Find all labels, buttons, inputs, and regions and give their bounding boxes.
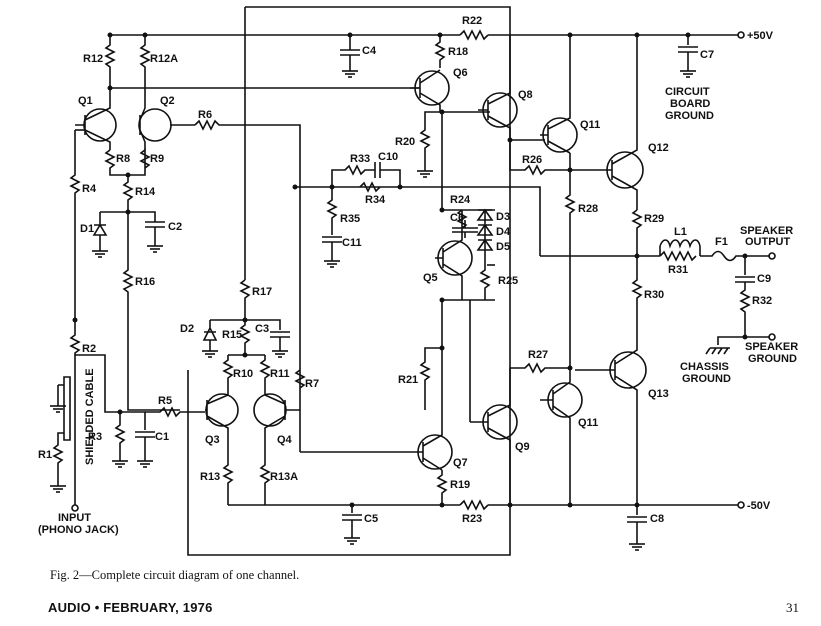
label-r26: R26 [522,154,542,166]
label-r35: R35 [340,213,360,225]
label-q13: Q13 [648,388,669,400]
label-r13a: R13A [270,471,298,483]
second-diff-pair [201,279,306,506]
label-r13: R13 [200,471,220,483]
label-cbg1: CIRCUIT [665,86,710,98]
label-c7: C7 [700,49,714,61]
label-r29: R29 [644,213,664,225]
label-q1: Q1 [78,95,93,107]
label-plus50v: +50V [747,30,774,42]
label-cbg2: BOARD [670,98,710,110]
label-q6: Q6 [453,67,468,79]
label-r12: R12 [83,53,103,65]
label-r6: R6 [198,109,212,121]
label-d1: D1 [80,223,94,235]
label-r22: R22 [462,15,482,27]
label-r24: R24 [450,194,471,206]
label-speaker-output-1: SPEAKER [740,225,793,237]
label-c4: C4 [362,45,377,57]
label-r10: R10 [233,368,253,380]
junction-dots [72,32,748,508]
label-speaker-ground-1: SPEAKER [745,341,798,353]
label-minus50v: -50V [747,500,771,512]
label-q3: Q3 [205,434,220,446]
label-r16: R16 [135,276,155,288]
label-r30: R30 [644,289,664,301]
label-r9: R9 [150,153,164,165]
label-speaker-output-2: OUTPUT [745,236,791,248]
label-r8: R8 [116,153,130,165]
label-r23: R23 [462,513,482,525]
label-r27: R27 [528,349,548,361]
label-d2: D2 [180,323,194,335]
label-r15: R15 [222,329,242,341]
label-q11-upper: Q11 [580,119,600,131]
label-r17: R17 [252,286,272,298]
page-footer: AUDIO • FEBRUARY, 1976 [48,600,213,615]
label-q5: Q5 [423,272,438,284]
label-r2: R2 [82,343,96,355]
component-labels: +50V -50V CIRCUIT BOARD GROUND SPEAKER O… [38,15,798,536]
label-input-1: INPUT [58,512,91,524]
label-c3: C3 [255,323,269,335]
label-chassis-ground-1: CHASSIS [680,361,729,373]
input-stage [49,35,420,512]
label-q9: Q9 [515,441,530,453]
label-r33: R33 [350,153,370,165]
label-r25: R25 [498,275,518,287]
label-d4: D4 [496,226,511,238]
label-l1: L1 [674,226,687,238]
label-r14: R14 [135,186,156,198]
label-r21: R21 [398,374,418,386]
label-r31: R31 [668,264,688,276]
label-chassis-ground-2: GROUND [682,373,731,385]
label-r4: R4 [82,183,97,195]
label-c11: C11 [342,237,362,249]
label-r19: R19 [450,479,470,491]
label-input-2: (PHONO JACK) [38,524,119,536]
label-q4: Q4 [277,434,293,446]
power-rails [75,6,738,556]
label-r34: R34 [365,194,386,206]
page-number: 31 [786,600,799,615]
label-d5: D5 [496,241,510,253]
label-c9: C9 [757,273,771,285]
figure-caption: Fig. 2—Complete circuit diagram of one c… [50,568,300,582]
label-r18: R18 [448,46,468,58]
circuit-schematic: +50V -50V CIRCUIT BOARD GROUND SPEAKER O… [38,6,798,556]
label-q12: Q12 [648,142,669,154]
label-q8: Q8 [518,89,533,101]
label-q11-lower: Q11 [578,417,598,429]
label-r28: R28 [578,203,598,215]
label-c6: C6 [450,212,464,224]
label-c2: C2 [168,221,182,233]
label-r7: R7 [305,378,319,390]
label-r20: R20 [395,136,415,148]
label-q2: Q2 [160,95,175,107]
driver-stage [299,29,776,551]
label-c1: C1 [155,431,169,443]
label-c10: C10 [378,151,398,163]
label-c5: C5 [364,513,378,525]
label-r3: R3 [88,431,102,443]
label-shielded-cable: SHIELDED CABLE [84,368,96,465]
label-c8: C8 [650,513,664,525]
label-r11: R11 [270,368,290,380]
label-r5: R5 [158,395,172,407]
label-r1: R1 [38,449,52,461]
label-d3: D3 [496,211,510,223]
label-f1: F1 [715,236,728,248]
label-r32: R32 [752,295,772,307]
label-cbg3: GROUND [665,110,714,122]
label-speaker-ground-2: GROUND [748,353,797,365]
label-q7: Q7 [453,457,468,469]
label-r12a: R12A [150,53,178,65]
